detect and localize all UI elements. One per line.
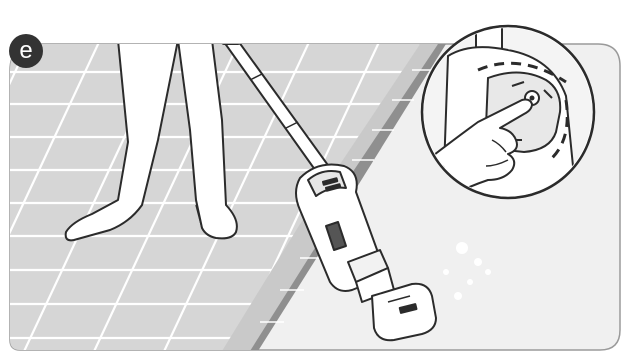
step-badge: e [9,34,43,68]
step-label: e [19,39,32,63]
